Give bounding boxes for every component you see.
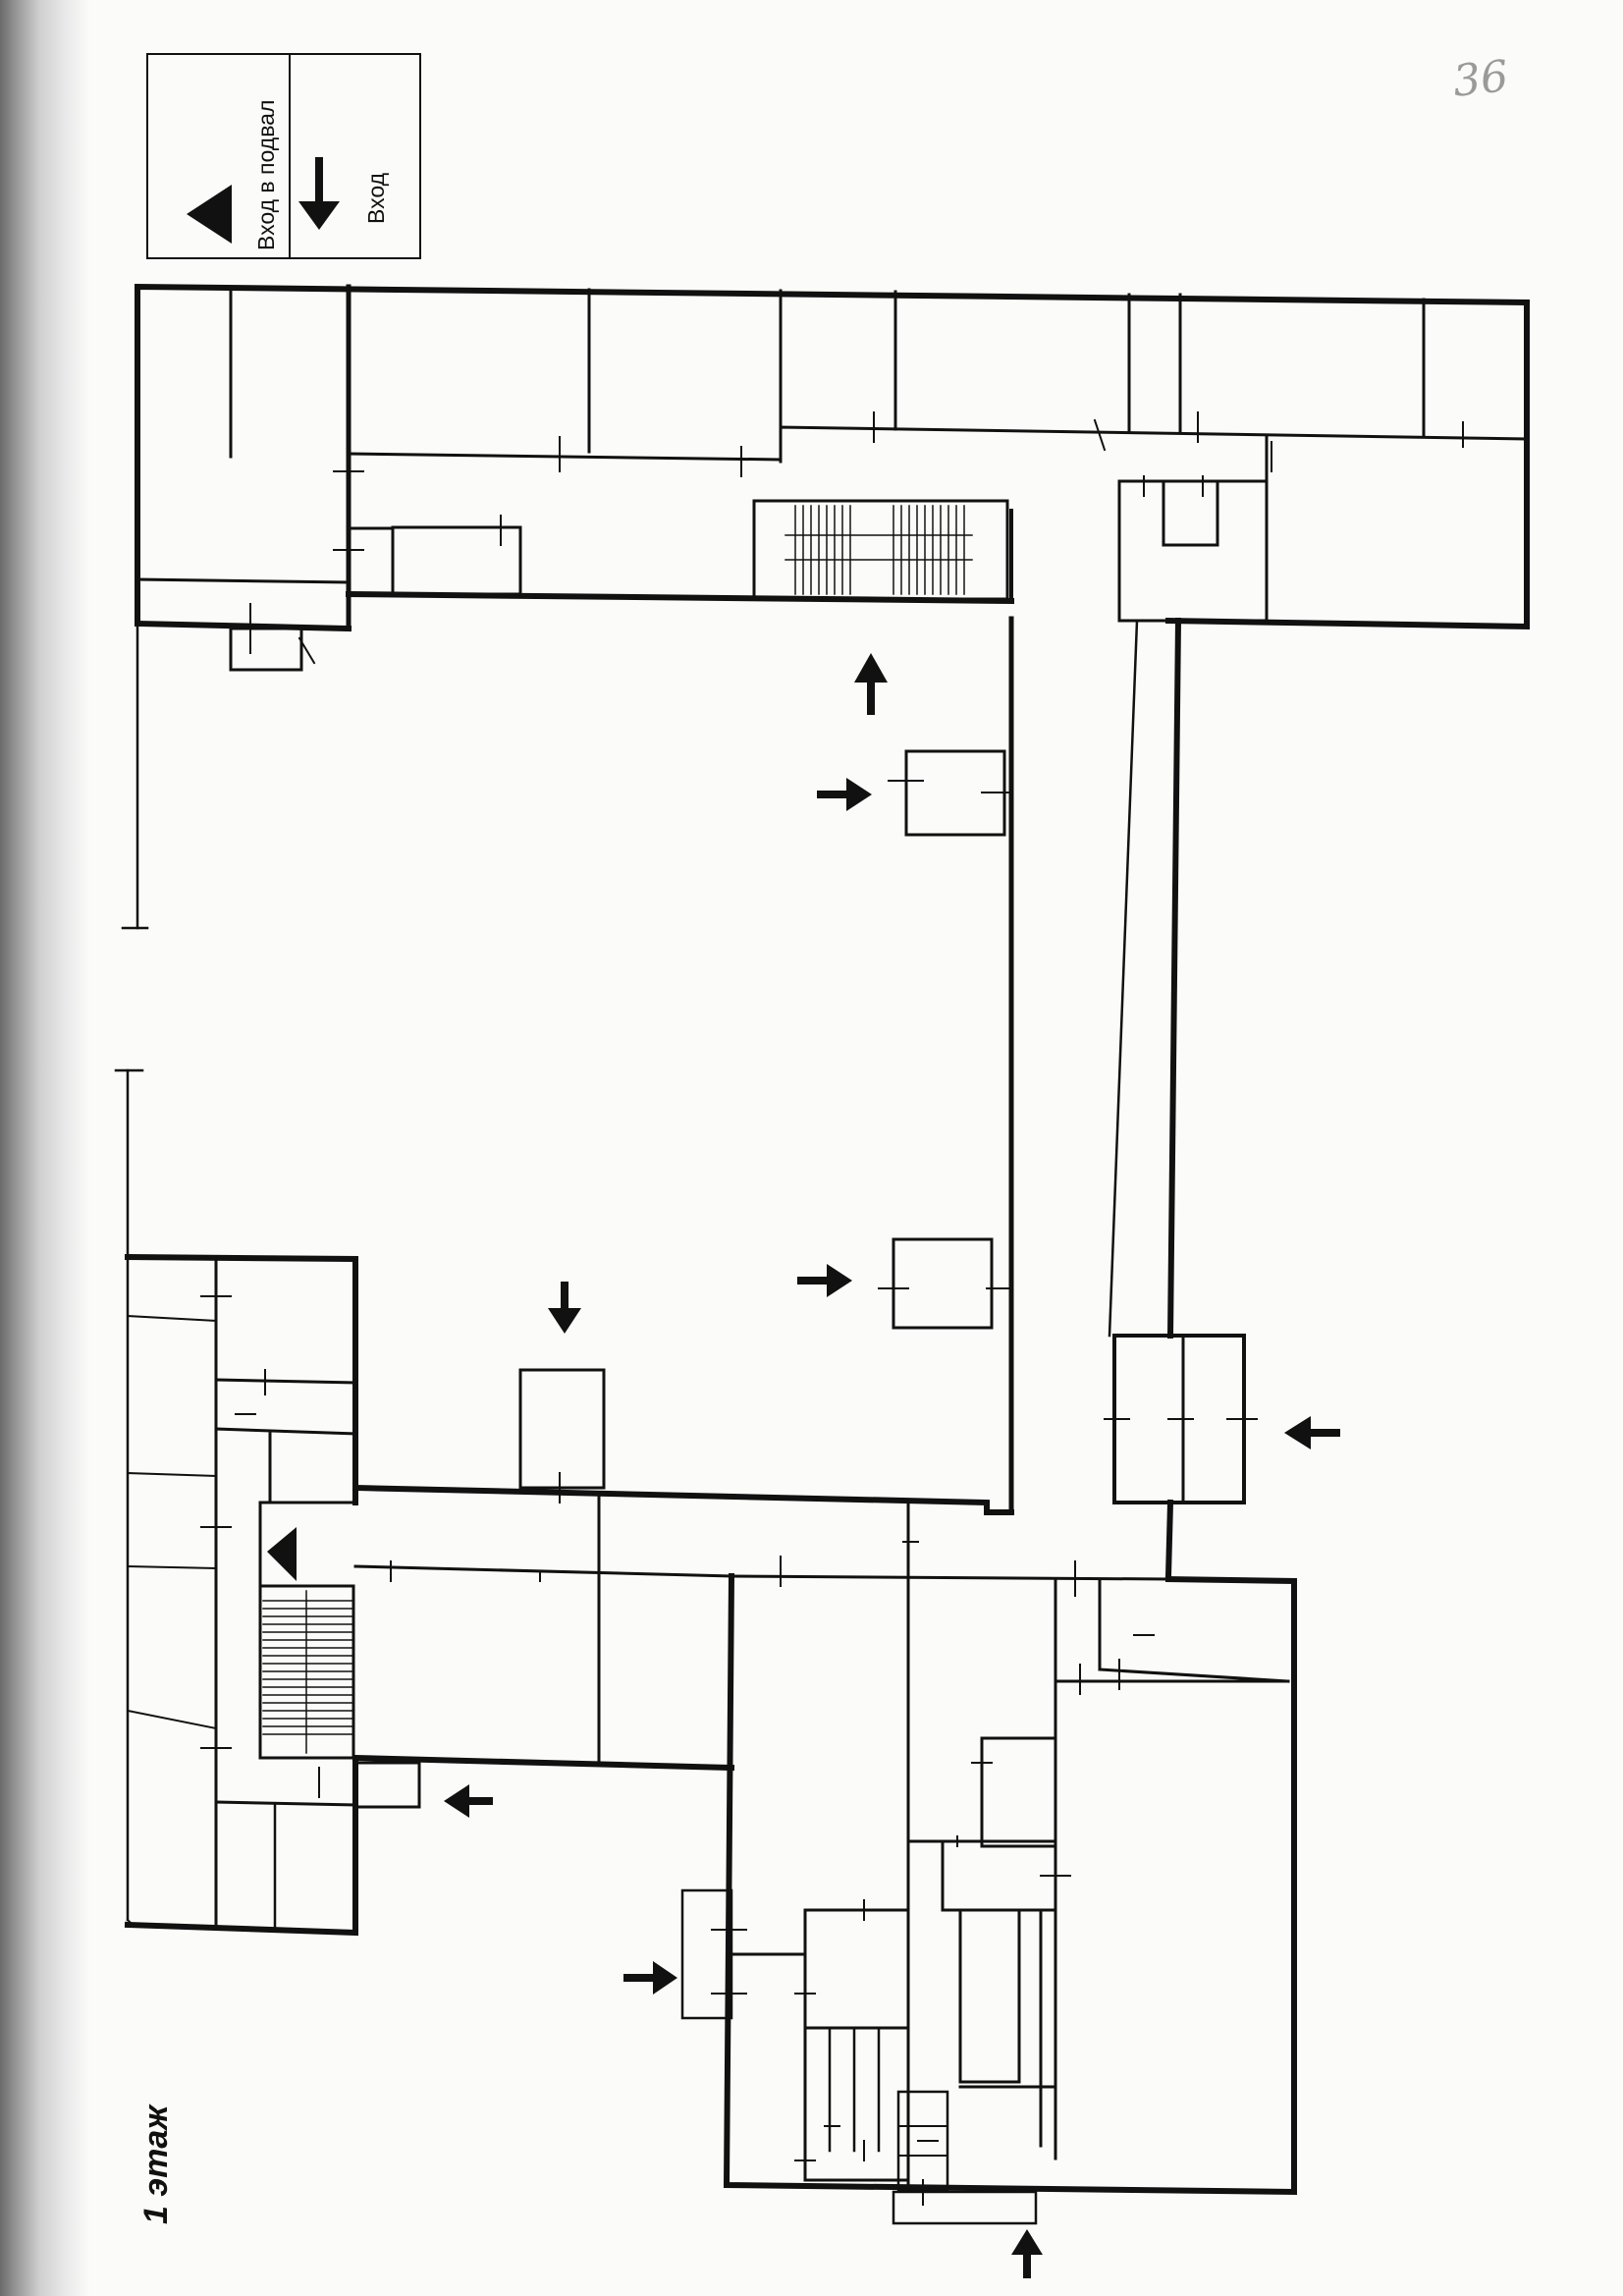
arrow-up-icon xyxy=(1011,2229,1043,2278)
door-marks xyxy=(200,411,1464,2206)
entrance-arrows xyxy=(444,653,1340,2278)
scan-binding-shadow xyxy=(0,0,90,2296)
arrow-up-icon xyxy=(854,653,888,715)
arrow-down-icon xyxy=(298,157,340,230)
triangle-left-icon xyxy=(187,185,232,244)
triangle-left-icon xyxy=(267,1527,297,1581)
east-corridor xyxy=(1008,616,1246,1580)
arrow-right-icon xyxy=(817,778,872,811)
arrow-left-icon xyxy=(444,1784,493,1818)
legend-basement-entrance-label: Вход в подвал xyxy=(253,99,279,250)
arrow-left-icon xyxy=(1284,1416,1340,1449)
arrow-down-icon xyxy=(548,1282,581,1334)
page-number: 36 xyxy=(1450,51,1511,107)
arrow-right-icon xyxy=(797,1264,852,1297)
southeast-block xyxy=(680,1501,1297,2225)
legend-box xyxy=(146,53,421,259)
west-wing xyxy=(114,622,1014,1937)
courtyard-rooms xyxy=(518,749,1006,1490)
legend-entrance-label: Вход xyxy=(363,172,389,224)
floor-label: 1 этаж xyxy=(137,2105,175,2224)
arrow-right-icon xyxy=(623,1961,677,1995)
north-wing xyxy=(134,283,1530,672)
